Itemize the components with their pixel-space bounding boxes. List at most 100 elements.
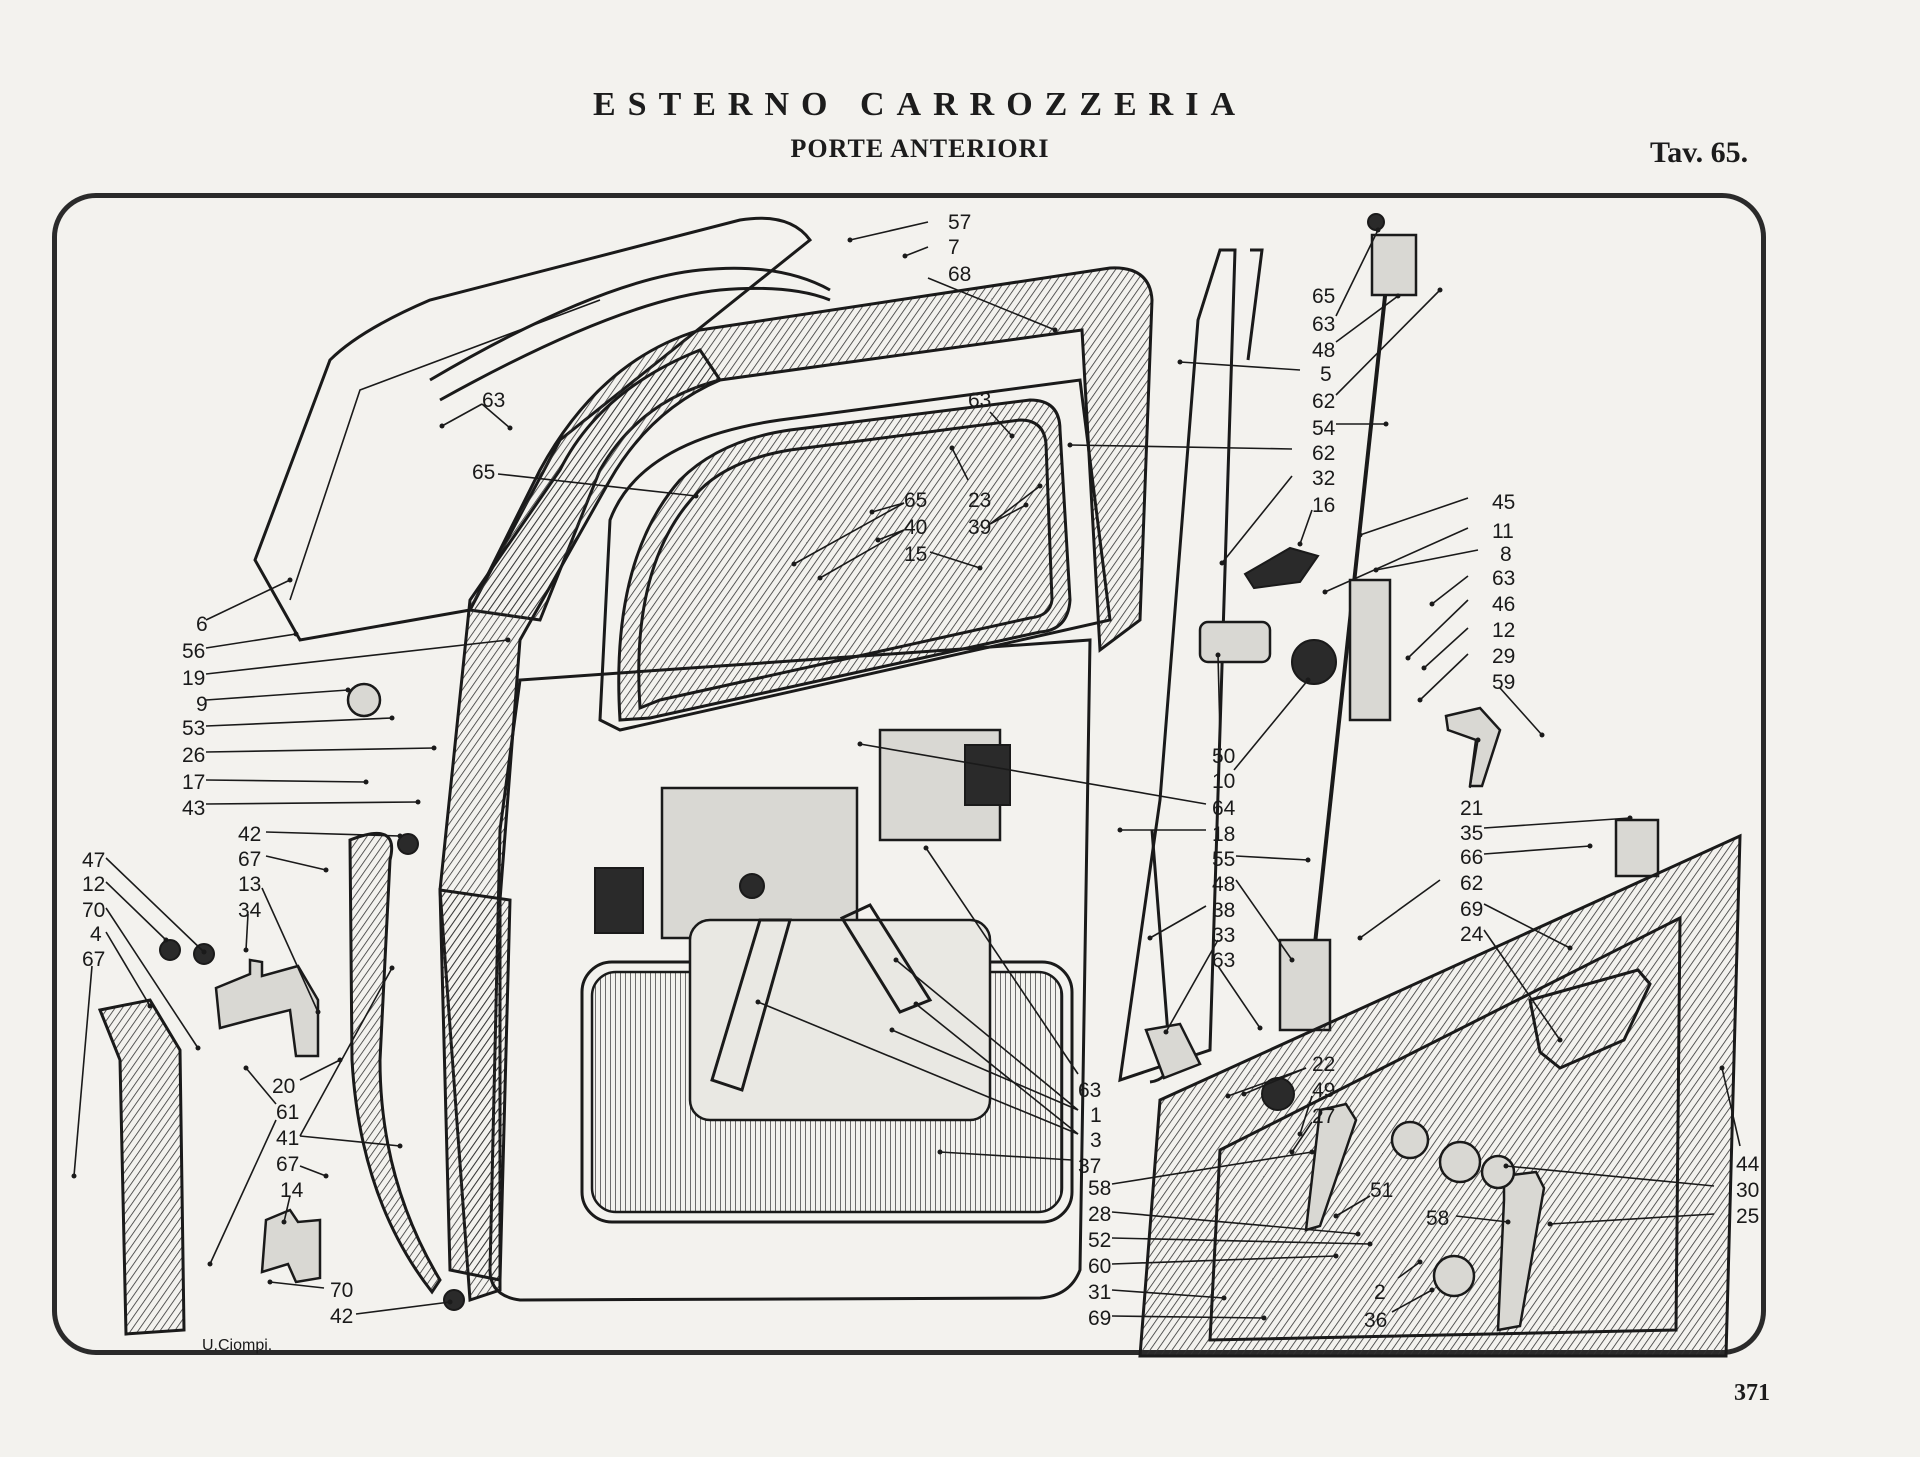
- leader-line: [1469, 739, 1479, 789]
- leader-tip: [207, 1261, 213, 1267]
- leader-tip: [1147, 935, 1153, 941]
- leader-tip: [71, 1173, 77, 1179]
- part-callout: 50: [1212, 745, 1235, 768]
- leader-line: [951, 447, 969, 481]
- part-callout: 31: [1088, 1281, 1111, 1304]
- leader-line: [105, 857, 205, 953]
- leader-tip: [1261, 1315, 1267, 1321]
- part-callout: 15: [904, 543, 927, 566]
- part-callout: 62: [1312, 442, 1335, 465]
- part-callout: 65: [904, 489, 927, 512]
- part-callout: 12: [82, 873, 105, 896]
- leader-tip: [323, 867, 329, 873]
- leader-line: [793, 502, 905, 565]
- page-number: 371: [1734, 1380, 1770, 1406]
- part-callout: 37: [1078, 1155, 1101, 1178]
- illustrator-signature: U.Ciompi.: [202, 1337, 272, 1354]
- leader-tip: [1067, 442, 1073, 448]
- part-callout: 67: [82, 948, 105, 971]
- leader-line: [1721, 1067, 1741, 1147]
- leader-tip: [267, 1279, 273, 1285]
- part-callout: 38: [1212, 899, 1235, 922]
- part-callout: 63: [1212, 949, 1235, 972]
- part-callout: 46: [1492, 593, 1515, 616]
- part-callout: 26: [182, 744, 205, 767]
- leader-tip: [243, 947, 249, 953]
- leader-line: [925, 847, 1079, 1075]
- part-callout: 42: [330, 1305, 353, 1328]
- leader-tip: [1417, 1259, 1423, 1265]
- leader-line: [1149, 905, 1207, 939]
- leader-tip: [937, 1149, 943, 1155]
- leader-tip: [923, 845, 929, 851]
- leader-line: [1235, 879, 1293, 961]
- leader-line: [261, 887, 319, 1013]
- leader-line: [1359, 879, 1441, 939]
- leader-tip: [415, 799, 421, 805]
- leader-line: [1483, 845, 1591, 855]
- part-callout: 6: [196, 613, 208, 636]
- part-callout: 58: [1426, 1207, 1449, 1230]
- leader-line: [1235, 855, 1309, 861]
- leader-line: [105, 907, 199, 1049]
- part-callout: 62: [1460, 872, 1483, 895]
- leader-tip: [1305, 857, 1311, 863]
- leader-line: [1359, 497, 1469, 536]
- part-callout: 52: [1088, 1229, 1111, 1252]
- leader-line: [989, 504, 1027, 525]
- inner-panel-plate: [660, 786, 859, 940]
- leader-line: [105, 881, 167, 941]
- leader-line: [1397, 1261, 1421, 1279]
- leader-tip: [1297, 1131, 1303, 1137]
- leader-line: [1111, 1289, 1225, 1299]
- part-callout: 43: [182, 797, 205, 820]
- leader-tip: [1547, 1221, 1553, 1227]
- leader-line: [927, 277, 1056, 331]
- part-callout: 47: [82, 849, 105, 872]
- leader-line: [245, 1067, 277, 1105]
- leader-tip: [755, 999, 761, 1005]
- leader-tip: [287, 577, 293, 583]
- part-callout: 11: [1492, 520, 1514, 543]
- leader-line: [205, 689, 349, 701]
- leader-tip: [1395, 293, 1401, 299]
- part-callout: 63: [1312, 313, 1335, 336]
- leader-line: [205, 579, 291, 621]
- leader-line: [895, 959, 1079, 1111]
- leader-line: [1335, 1195, 1371, 1217]
- leader-line: [1324, 527, 1469, 593]
- leader-tip: [397, 1143, 403, 1149]
- leader-line: [1227, 1067, 1307, 1097]
- part-callout: 49: [1312, 1079, 1335, 1102]
- leader-tip: [1417, 697, 1423, 703]
- leader-line: [481, 403, 511, 429]
- part-callout: 30: [1736, 1179, 1759, 1202]
- part-callout: 63: [1492, 567, 1515, 590]
- leader-tip: [1257, 1025, 1263, 1031]
- leader-tip: [201, 949, 207, 955]
- leader-tip: [889, 1027, 895, 1033]
- leader-line: [929, 551, 981, 569]
- part-callout: 69: [1088, 1307, 1111, 1330]
- leader-line: [205, 747, 435, 753]
- leader-line: [1423, 627, 1469, 669]
- drawing-frame: [52, 193, 1766, 1355]
- leader-tip: [439, 423, 445, 429]
- part-callout: 40: [904, 516, 927, 539]
- part-callout: 61: [276, 1101, 299, 1124]
- leader-tip: [1375, 227, 1381, 233]
- leader-tip: [1037, 483, 1043, 489]
- callout-leaders: [71, 221, 1741, 1321]
- leader-tip: [1225, 1093, 1231, 1099]
- part-callout: 55: [1212, 848, 1235, 871]
- leader-line: [1111, 1255, 1337, 1265]
- leader-tip: [507, 425, 513, 431]
- part-callout: 18: [1212, 823, 1235, 846]
- leader-tip: [893, 957, 899, 963]
- part-callout: 60: [1088, 1255, 1111, 1278]
- leader-tip: [1052, 327, 1058, 333]
- leader-tip: [1215, 652, 1221, 658]
- leader-tip: [315, 1009, 321, 1015]
- leader-line: [441, 403, 483, 427]
